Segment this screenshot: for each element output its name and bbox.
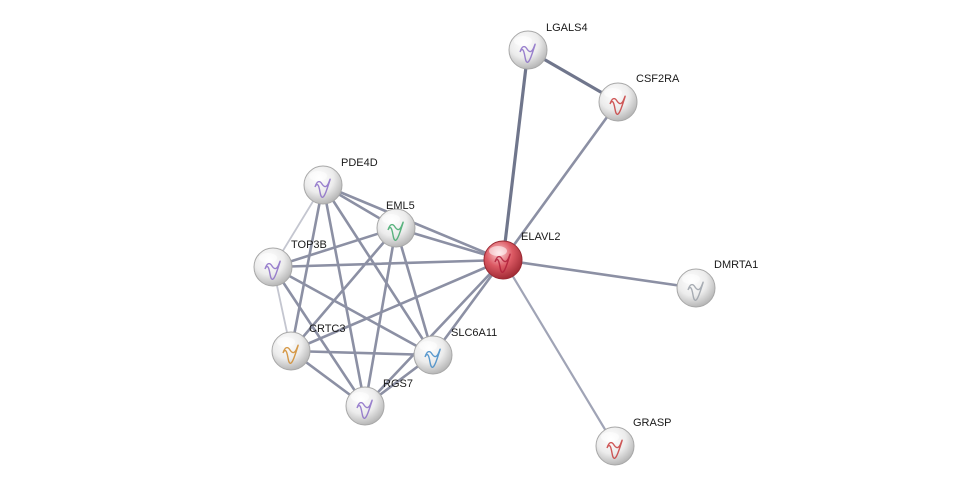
edge-elavl2-grasp[interactable] bbox=[501, 258, 617, 448]
node-label: EML5 bbox=[386, 200, 415, 212]
node-highlight bbox=[382, 214, 400, 224]
protein-structure-icon bbox=[424, 348, 441, 368]
edge-elavl2-rgs7[interactable] bbox=[363, 258, 505, 408]
edge-eml5-rgs7[interactable] bbox=[363, 226, 398, 408]
node-elavl2[interactable]: ELAVL2 bbox=[483, 231, 561, 280]
node-label: CRTC3 bbox=[309, 323, 345, 335]
protein-structure-icon bbox=[609, 95, 626, 115]
protein-structure-icon bbox=[282, 344, 299, 364]
edge-pde4d-rgs7[interactable] bbox=[321, 183, 367, 408]
protein-structure-icon bbox=[494, 253, 511, 273]
node-label: GRASP bbox=[633, 417, 672, 429]
node-highlight bbox=[604, 88, 622, 98]
node-highlight bbox=[682, 274, 700, 284]
node-csf2ra[interactable]: CSF2RA bbox=[598, 73, 680, 122]
node-highlight bbox=[309, 171, 327, 181]
protein-structure-icon bbox=[387, 221, 404, 241]
node-label: DMRTA1 bbox=[714, 259, 758, 271]
node-highlight bbox=[514, 36, 532, 46]
edge-eml5-slc6a11[interactable] bbox=[394, 226, 435, 357]
node-highlight bbox=[259, 253, 277, 263]
node-highlight bbox=[601, 432, 619, 442]
edge-top3b-rgs7[interactable] bbox=[271, 265, 367, 408]
node-pde4d[interactable]: PDE4D bbox=[303, 157, 378, 205]
protein-structure-icon bbox=[264, 260, 281, 280]
node-slc6a11[interactable]: SLC6A11 bbox=[413, 327, 497, 375]
protein-structure-icon bbox=[314, 178, 331, 198]
node-highlight bbox=[277, 337, 295, 347]
edge-pde4d-slc6a11[interactable] bbox=[321, 183, 435, 357]
node-label: LGALS4 bbox=[546, 22, 588, 34]
edge-elavl2-crtc3[interactable] bbox=[289, 258, 505, 353]
node-highlight bbox=[419, 341, 437, 351]
edge-top3b-slc6a11[interactable] bbox=[271, 265, 435, 357]
protein-structure-icon bbox=[606, 439, 623, 459]
edge-eml5-top3b[interactable] bbox=[271, 226, 398, 269]
edge-elavl2-top3b[interactable] bbox=[271, 258, 505, 269]
node-label: RGS7 bbox=[383, 378, 413, 390]
node-top3b[interactable]: TOP3B bbox=[253, 239, 327, 287]
node-highlight bbox=[351, 392, 369, 402]
protein-structure-icon bbox=[356, 399, 373, 419]
node-label: SLC6A11 bbox=[451, 327, 497, 339]
edge-elavl2-lgals4[interactable] bbox=[501, 48, 530, 262]
protein-structure-icon bbox=[519, 43, 536, 63]
node-eml5[interactable]: EML5 bbox=[376, 200, 416, 248]
edge-elavl2-dmrta1[interactable] bbox=[501, 258, 698, 290]
edge-eml5-crtc3[interactable] bbox=[289, 226, 398, 353]
edge-elavl2-slc6a11[interactable] bbox=[431, 258, 505, 357]
edge-elavl2-csf2ra[interactable] bbox=[501, 100, 620, 262]
node-label: PDE4D bbox=[341, 157, 378, 169]
node-lgals4[interactable]: LGALS4 bbox=[508, 22, 588, 70]
node-label: CSF2RA bbox=[636, 73, 680, 85]
node-rgs7[interactable]: RGS7 bbox=[345, 378, 413, 426]
node-label: ELAVL2 bbox=[521, 231, 561, 243]
node-crtc3[interactable]: CRTC3 bbox=[271, 323, 345, 371]
node-highlight bbox=[489, 246, 507, 256]
node-dmrta1[interactable]: DMRTA1 bbox=[676, 259, 758, 308]
protein-structure-icon bbox=[687, 281, 704, 301]
node-grasp[interactable]: GRASP bbox=[595, 417, 672, 466]
node-label: TOP3B bbox=[291, 239, 327, 251]
edge-crtc3-slc6a11[interactable] bbox=[289, 349, 435, 357]
edge-pde4d-crtc3[interactable] bbox=[289, 183, 325, 353]
